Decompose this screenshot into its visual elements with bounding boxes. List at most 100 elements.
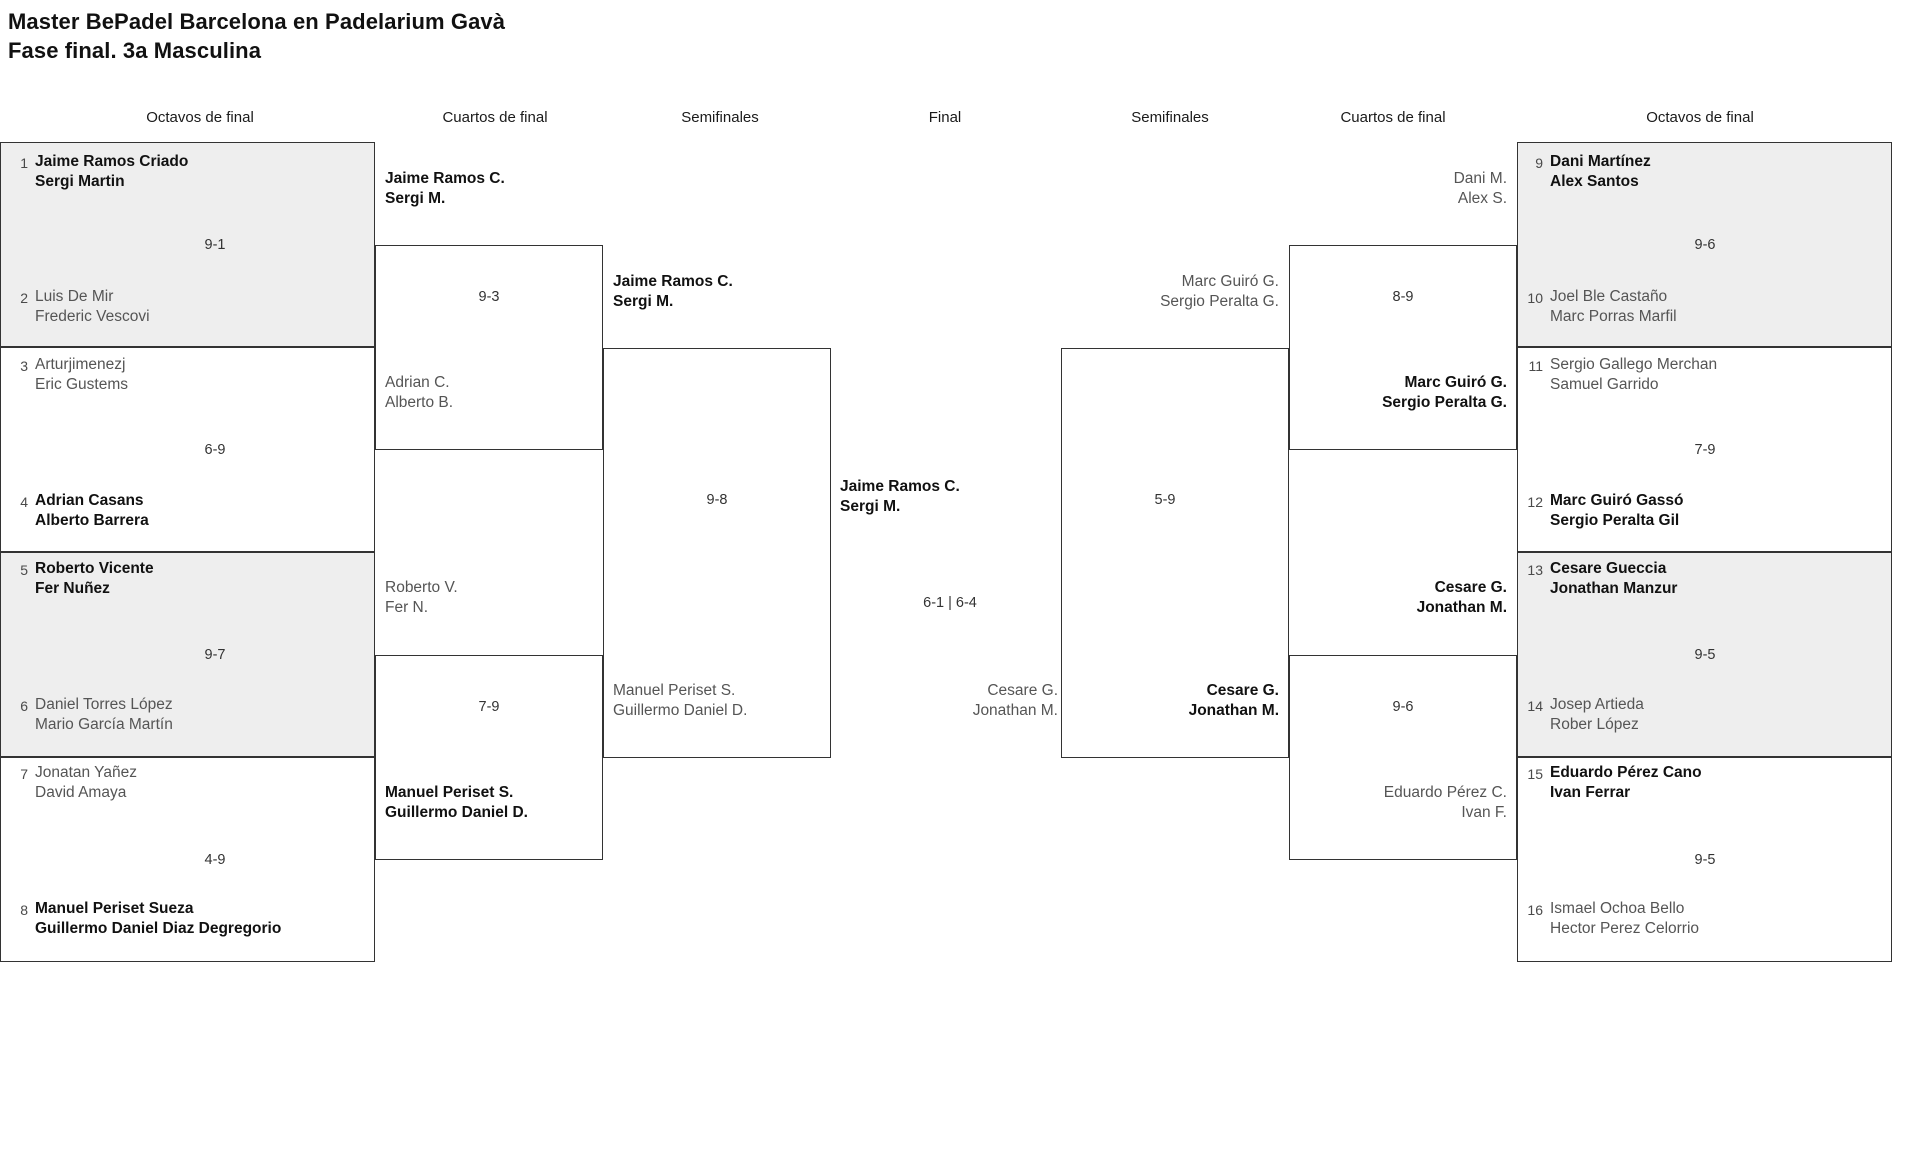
player-name: Josep Artieda (1550, 696, 1644, 713)
round-header-semifinales-right: Semifinales (1131, 109, 1209, 126)
entrant-rs-1[interactable]: Marc Guiró G. Sergio Peralta G. (1051, 272, 1279, 312)
final-match-score: 6-1 | 6-4 (923, 595, 977, 611)
entrant-l-3[interactable]: 3 Arturjimenezj Eric Gustems (6, 355, 128, 395)
title-line-2: Fase final. 3a Masculina (8, 37, 262, 63)
player-name: Sergi M. (385, 189, 446, 207)
player-name: Marc Guiró G. (1181, 273, 1279, 290)
entrant-l-2[interactable]: 2 Luis De Mir Frederic Vescovi (6, 287, 150, 327)
seed-number: 8 (20, 902, 28, 918)
match-box-lq1[interactable] (375, 245, 603, 450)
entrant-ls-2[interactable]: Manuel Periset S. Guillermo Daniel D. (613, 681, 747, 721)
entrant-lq-2[interactable]: Adrian C. Alberto B. (385, 373, 453, 413)
match-box-rq2[interactable] (1289, 655, 1517, 860)
player-name: Alex S. (1457, 189, 1507, 207)
entrant-l-1[interactable]: 1 Jaime Ramos Criado Sergi Martin (6, 152, 188, 192)
entrant-rs-2[interactable]: Cesare G. Jonathan M. (1051, 681, 1279, 721)
player-name: Roberto Vicente (35, 560, 154, 577)
seed-number: 15 (1527, 766, 1543, 782)
player-name: Cesare G. (1434, 579, 1507, 596)
entrant-r-15[interactable]: 15 Eduardo Pérez Cano Ivan Ferrar (1521, 763, 1701, 803)
match-box-r2[interactable] (1517, 347, 1892, 552)
entrant-final-left[interactable]: Jaime Ramos C. Sergi M. (840, 477, 960, 517)
entrant-l-5[interactable]: 5 Roberto Vicente Fer Nuñez (6, 559, 154, 599)
match-box-l3[interactable] (0, 552, 375, 757)
player-name: Marc Guiró Gassó (1550, 492, 1684, 509)
entrant-r-9[interactable]: 9 Dani Martínez Alex Santos (1521, 152, 1651, 192)
player-name: Manuel Periset Sueza (35, 900, 194, 917)
player-name: Roberto V. (385, 579, 458, 596)
match-score-r4: 9-5 (1694, 852, 1716, 868)
entrant-lq-4[interactable]: Manuel Periset S. Guillermo Daniel D. (385, 783, 528, 823)
entrant-lq-3[interactable]: Roberto V. Fer N. (385, 578, 458, 618)
player-name: Adrian Casans (35, 492, 144, 509)
seed-number: 7 (20, 766, 28, 782)
player-name: Marc Porras Marfil (1550, 307, 1677, 325)
match-score-lq1: 9-3 (478, 289, 500, 305)
player-name: David Amaya (35, 783, 127, 801)
match-box-r3[interactable] (1517, 552, 1892, 757)
match-score-ls1: 9-8 (706, 492, 728, 508)
player-name: Jonatan Yañez (35, 764, 137, 781)
round-header-octavos-left: Octavos de final (146, 109, 254, 126)
match-score-l2: 6-9 (204, 442, 226, 458)
player-name: Sergi Martin (35, 172, 125, 190)
player-name: Jaime Ramos C. (613, 273, 733, 290)
player-name: Jonathan M. (972, 701, 1058, 719)
entrant-ls-1[interactable]: Jaime Ramos C. Sergi M. (613, 272, 733, 312)
player-name: Guillermo Daniel D. (385, 803, 528, 821)
player-name: Jaime Ramos C. (385, 170, 505, 187)
player-name: Frederic Vescovi (35, 307, 150, 325)
entrant-r-13[interactable]: 13 Cesare Gueccia Jonathan Manzur (1521, 559, 1677, 599)
seed-number: 4 (20, 494, 28, 510)
player-name: Sergio Gallego Merchan (1550, 356, 1718, 373)
entrant-lq-1[interactable]: Jaime Ramos C. Sergi M. (385, 169, 505, 209)
player-name: Hector Perez Celorrio (1550, 919, 1700, 937)
match-box-rq1[interactable] (1289, 245, 1517, 450)
entrant-r-16[interactable]: 16 Ismael Ochoa Bello Hector Perez Celor… (1521, 899, 1699, 939)
player-name: Ivan F. (1461, 803, 1507, 821)
player-name: Marc Guiró G. (1404, 374, 1508, 391)
entrant-rq-3[interactable]: Cesare G. Jonathan M. (1279, 578, 1507, 618)
seed-number: 16 (1527, 902, 1543, 918)
match-score-l4: 4-9 (204, 852, 226, 868)
player-name: Sergio Peralta G. (1160, 292, 1279, 310)
entrant-r-12[interactable]: 12 Marc Guiró Gassó Sergio Peralta Gil (1521, 491, 1684, 531)
entrant-l-8[interactable]: 8 Manuel Periset Sueza Guillermo Daniel … (6, 899, 281, 939)
entrant-l-4[interactable]: 4 Adrian Casans Alberto Barrera (6, 491, 149, 531)
player-name: Jaime Ramos Criado (35, 153, 189, 170)
player-name: Mario García Martín (35, 715, 173, 733)
match-box-ls1[interactable] (603, 348, 831, 758)
seed-number: 13 (1527, 562, 1543, 578)
match-score-r2: 7-9 (1694, 442, 1716, 458)
entrant-rq-1[interactable]: Dani M. Alex S. (1279, 169, 1507, 209)
match-score-lq2: 7-9 (478, 699, 500, 715)
player-name: Fer Nuñez (35, 579, 110, 597)
entrant-final-right[interactable]: Cesare G. Jonathan M. (830, 681, 1058, 721)
entrant-rq-2[interactable]: Marc Guiró G. Sergio Peralta G. (1279, 373, 1507, 413)
match-box-l4[interactable] (0, 757, 375, 962)
entrant-l-7[interactable]: 7 Jonatan Yañez David Amaya (6, 763, 137, 803)
seed-number: 11 (1528, 358, 1543, 374)
match-box-l1[interactable] (0, 142, 375, 347)
player-name: Guillermo Daniel Diaz Degregorio (35, 919, 282, 937)
player-name: Sergi M. (840, 497, 901, 515)
seed-number: 6 (20, 698, 28, 714)
player-name: Fer N. (385, 598, 429, 616)
player-name: Eric Gustems (35, 375, 129, 393)
match-score-l1: 9-1 (204, 237, 226, 253)
player-name: Manuel Periset S. (613, 682, 736, 699)
seed-number: 10 (1527, 290, 1543, 306)
match-score-rq2: 9-6 (1392, 699, 1414, 715)
match-box-r4[interactable] (1517, 757, 1892, 962)
entrant-rq-4[interactable]: Eduardo Pérez C. Ivan F. (1279, 783, 1507, 823)
match-box-rs1[interactable] (1061, 348, 1289, 758)
entrant-r-10[interactable]: 10 Joel Ble Castaño Marc Porras Marfil (1521, 287, 1677, 327)
match-box-l2[interactable] (0, 347, 375, 552)
entrant-r-11[interactable]: 11 Sergio Gallego Merchan Samuel Garrido (1521, 355, 1717, 395)
entrant-l-6[interactable]: 6 Daniel Torres López Mario García Martí… (6, 695, 173, 735)
seed-number: 3 (20, 358, 28, 374)
entrant-r-14[interactable]: 14 Josep Artieda Rober López (1521, 695, 1644, 735)
match-box-lq2[interactable] (375, 655, 603, 860)
match-box-r1[interactable] (1517, 142, 1892, 347)
round-header-final: Final (928, 109, 962, 126)
